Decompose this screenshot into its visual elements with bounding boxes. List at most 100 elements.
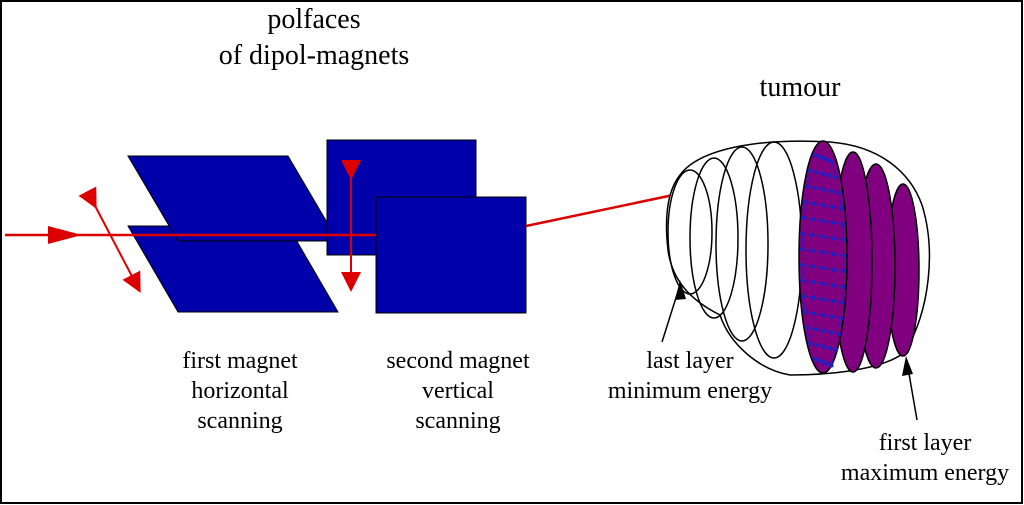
scan-dot (820, 360, 826, 365)
first-layer-line1: first layer (878, 430, 972, 456)
scan-dot (827, 345, 832, 351)
scan-dot (804, 325, 810, 330)
scan-dot (799, 262, 805, 268)
scan-dot (820, 297, 826, 302)
first-layer-line2: maximum energy (840, 460, 1010, 486)
second-magnet-line2: vertical (422, 378, 494, 404)
scan-dot (810, 232, 815, 238)
first-magnet-line3: scanning (197, 408, 283, 434)
scan-path (801, 154, 845, 366)
scan-dot (820, 234, 826, 239)
last-layer-line1: last layer (646, 348, 734, 374)
scan-dot (840, 221, 845, 227)
scan-dot (816, 358, 821, 363)
layer-filled-scanned (798, 140, 848, 374)
scan-dot (836, 331, 842, 337)
scan-dot (807, 168, 813, 173)
first-layer-label: first layer maximum energy (830, 428, 1020, 488)
scan-dot (811, 295, 816, 301)
scan-dot (820, 250, 826, 255)
layer-outline (667, 169, 713, 295)
scan-dot (802, 309, 808, 315)
scan-dot (820, 218, 826, 224)
scan-dot (828, 188, 834, 194)
scan-dot (829, 363, 834, 368)
scan-dot (801, 294, 806, 299)
scan-dot (804, 184, 810, 189)
scan-dot (833, 347, 839, 352)
last-layer-pointer-head (675, 280, 686, 300)
scan-dot (810, 279, 815, 285)
scan-dot (841, 269, 847, 274)
second-magnet-line3: scanning (415, 408, 501, 434)
scan-dot (820, 328, 826, 334)
scan-dot (800, 231, 805, 236)
scan-dot (831, 236, 836, 241)
scan-dot (820, 281, 826, 286)
scan-dot (831, 267, 836, 272)
scan-dot (814, 170, 819, 175)
second-magnet (326, 139, 527, 314)
scan-dot (812, 356, 817, 362)
layer-outline (689, 157, 739, 319)
scan-dot (830, 220, 835, 225)
scan-dot (830, 298, 835, 304)
scan-dot (800, 278, 805, 283)
layer-outline (715, 146, 769, 342)
scan-dot (829, 159, 834, 164)
scan-dot (810, 248, 815, 253)
scan-dot (814, 342, 819, 348)
scan-dot (841, 237, 846, 243)
scan-dot (811, 201, 817, 206)
scan-dot (831, 283, 836, 288)
scan-dot (820, 265, 826, 271)
first-magnet-line2: horizontal (191, 378, 289, 404)
scan-dot (841, 284, 846, 290)
scan-raster (799, 152, 847, 368)
scan-dot (811, 311, 817, 316)
scan-dot (840, 300, 845, 305)
scan-dot (812, 185, 818, 191)
scan-dot (807, 341, 813, 346)
scan-dot (812, 152, 817, 158)
title-line2: of dipol-magnets (218, 40, 410, 71)
scan-dot (820, 156, 826, 161)
scan-dot (833, 174, 839, 180)
tumour-layers-filled (798, 140, 920, 374)
first-magnet (127, 155, 339, 313)
second-magnet-line1: second magnet (386, 348, 530, 374)
last-layer-line2: minimum energy (607, 378, 773, 404)
scan-dot (799, 246, 805, 252)
horizontal-scan-arrow (78, 186, 141, 293)
beam-arrowhead (48, 226, 82, 244)
first-magnet-label: first magnet horizontal scanning (160, 346, 320, 436)
scan-dot (836, 190, 842, 195)
scan-dot (827, 173, 832, 178)
scan-dot (820, 344, 826, 349)
scan-dot (820, 187, 826, 192)
scan-dot (828, 330, 834, 335)
scan-dot (801, 215, 806, 220)
scan-dot (816, 154, 821, 159)
scan-dot (812, 327, 818, 332)
scan-dot (829, 204, 835, 210)
second-magnet-front-poleface (375, 196, 527, 314)
scan-dot (811, 217, 816, 222)
scan-dot (831, 251, 836, 257)
scan-dot (825, 361, 830, 366)
scan-dot (810, 264, 815, 269)
scan-dot (838, 316, 844, 321)
first-magnet-line1: first magnet (182, 348, 298, 374)
second-magnet-label: second magnet vertical scanning (372, 346, 544, 436)
scan-dot (820, 312, 826, 318)
scan-dot (825, 157, 830, 162)
scan-dot (829, 314, 835, 319)
scan-dot (820, 171, 826, 177)
scan-dot (841, 253, 847, 258)
title-line1: polfaces (267, 4, 361, 35)
tumour-label: tumour (759, 72, 841, 103)
scan-dot (838, 206, 844, 211)
